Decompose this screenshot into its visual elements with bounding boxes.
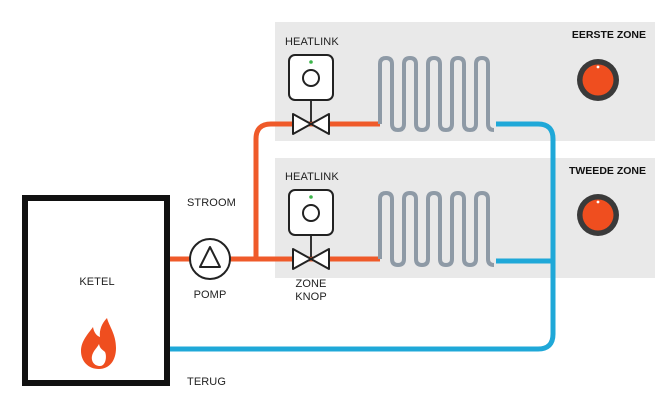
thermostat-icon-first-zone xyxy=(577,59,619,101)
thermostat-icon-second-zone xyxy=(577,194,619,236)
status-led-icon xyxy=(309,195,313,199)
heatlink-label-bottom: HEATLINK xyxy=(285,171,339,183)
return-pipe xyxy=(170,121,556,352)
zone-valve-label-line1: ZONE xyxy=(296,278,327,290)
zone-valve-icon-top xyxy=(292,113,330,135)
radiator-bottom xyxy=(378,191,495,267)
heatlink-device-top xyxy=(288,54,334,122)
zone-valve-icon-bottom xyxy=(292,248,330,270)
return-label: TERUG xyxy=(187,376,226,388)
status-led-icon xyxy=(309,60,313,64)
zone-valve-label-line2: KNOP xyxy=(295,291,327,303)
supply-pipe-riser xyxy=(253,121,380,259)
flame-icon xyxy=(81,318,116,369)
pump-icon xyxy=(189,238,231,280)
flow-label: STROOM xyxy=(187,197,236,209)
heatlink-device-bottom xyxy=(288,189,334,257)
pump-label: POMP xyxy=(194,289,227,301)
heatlink-label-top: HEATLINK xyxy=(285,36,339,48)
zone-label-first: EERSTE ZONE xyxy=(572,29,646,41)
boiler-label: KETEL xyxy=(79,276,114,288)
radiator-top xyxy=(378,56,495,132)
zone-label-second: TWEEDE ZONE xyxy=(569,165,646,177)
